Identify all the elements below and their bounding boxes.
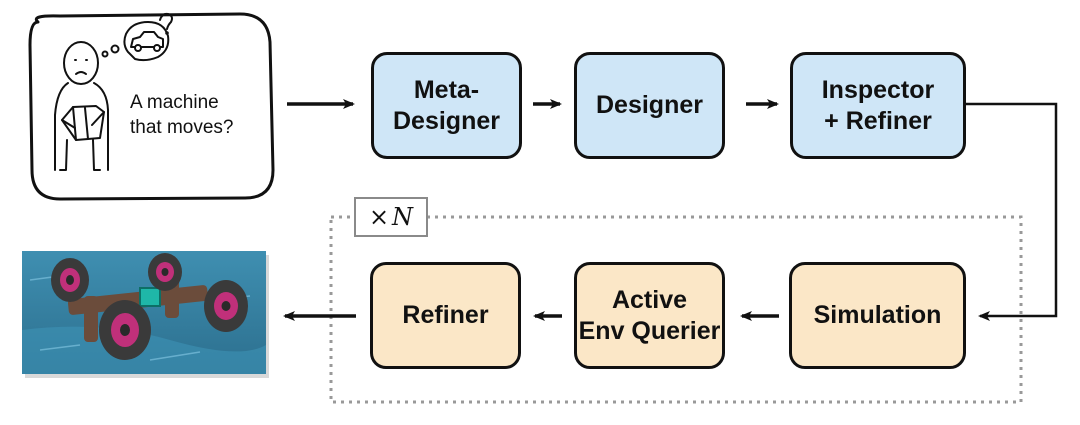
- person-reading-icon: [54, 41, 109, 171]
- loop-boundary: [329, 215, 1023, 404]
- arrow-inspector-to-simulation: [966, 102, 1058, 321]
- simulation-box: Simulation: [789, 262, 966, 369]
- meta-designer-box: Meta- Designer: [371, 52, 522, 159]
- times-symbol: ×: [368, 203, 390, 231]
- question-mark-icon: [159, 12, 173, 35]
- loop-count-label: ×N: [354, 197, 428, 237]
- vehicle-render-icon: [22, 251, 269, 378]
- active-env-querier-box: Active Env Querier: [574, 262, 725, 369]
- refiner-box: Refiner: [370, 262, 521, 369]
- designer-box: Designer: [574, 52, 725, 159]
- car-icon: [130, 31, 164, 52]
- prompt-text: A machine that moves?: [130, 92, 234, 138]
- loop-variable: N: [392, 203, 414, 231]
- inspector-refiner-box: Inspector + Refiner: [790, 52, 966, 159]
